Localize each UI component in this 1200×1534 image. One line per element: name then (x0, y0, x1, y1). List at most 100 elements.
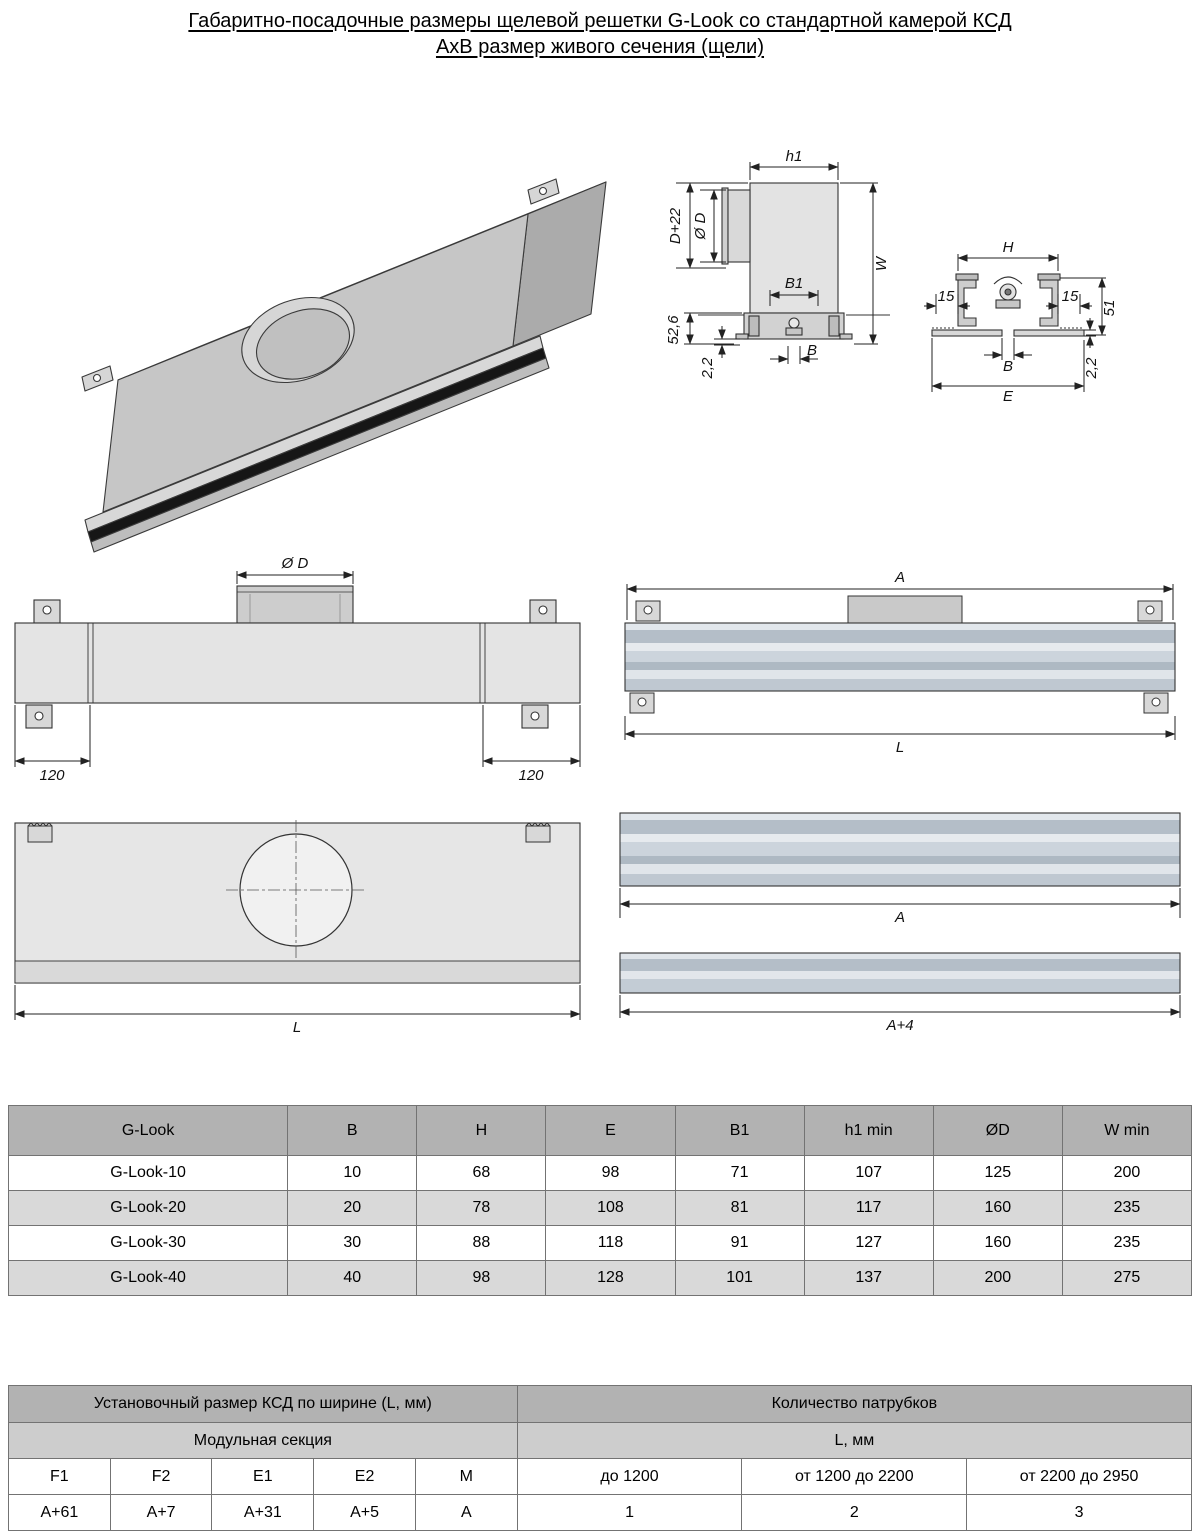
module-header-cell: E2 (313, 1458, 416, 1495)
value-cell: 40 (287, 1260, 418, 1296)
module-header-cell: M (414, 1458, 518, 1495)
t1-header-glook: G-Look (7, 1105, 289, 1156)
value-cell: 101 (674, 1260, 805, 1296)
plenum-front-dimensions (14, 571, 581, 767)
value-cell: 275 (1061, 1260, 1193, 1296)
title-line-1: Габаритно-посадочные размеры щелевой реш… (188, 10, 1012, 32)
range-header-cell: от 2200 до 2950 (966, 1458, 1192, 1495)
dim-label-15-left: 15 (938, 288, 955, 305)
value-cell: 235 (1061, 1225, 1193, 1261)
dim-label-15-right: 15 (1062, 288, 1079, 305)
value-cell: 81 (674, 1190, 805, 1226)
grille-body (624, 622, 1176, 692)
t2-sub-header-row: Модульная секция L, мм (8, 1422, 1193, 1459)
module-header-cell: F2 (109, 1458, 213, 1495)
range-value-cell: 2 (741, 1494, 968, 1531)
range-value-cell: 3 (966, 1494, 1192, 1531)
value-cell: 98 (545, 1155, 676, 1191)
front-body (14, 622, 581, 704)
table-row: G-Look-40 40 98 128 101 137 200 275 (7, 1260, 1193, 1296)
value-cell: 20 (287, 1190, 418, 1226)
grille-front-view: A L (624, 569, 1176, 756)
model-cell: G-Look-40 (7, 1260, 289, 1296)
section-collar (727, 189, 751, 263)
t1-header-row: G-Look B H E B1 h1 min ØD W min (7, 1105, 1193, 1156)
value-cell: 125 (932, 1155, 1063, 1191)
dim-label-b1: B1 (785, 275, 803, 292)
t1-header-h: H (416, 1105, 547, 1156)
value-cell: 117 (803, 1190, 934, 1226)
dim-label-h: H (1003, 239, 1014, 256)
dim-label-120-right: 120 (518, 767, 544, 784)
value-cell: 68 (416, 1155, 547, 1191)
plenum-front-view: Ø D 120 120 (14, 555, 581, 784)
section-collar-flange (721, 187, 729, 265)
value-cell: 128 (545, 1260, 676, 1296)
value-cell: 200 (1061, 1155, 1193, 1191)
t2-values-row: A+61 A+7 A+31 A+5 A 1 2 3 (8, 1494, 1192, 1531)
module-value-cell: A+7 (109, 1494, 213, 1531)
dim-label-e: E (1003, 388, 1014, 405)
module-header-cell: F1 (8, 1458, 111, 1495)
dim-label-phi-d-side: Ø D (692, 213, 709, 241)
t1-header-e: E (545, 1105, 676, 1156)
dim-label-a-strip: A (894, 909, 905, 926)
t2-group-right: Количество патрубков (516, 1385, 1193, 1423)
dim-label-h1: h1 (786, 148, 803, 165)
dim-label-l-plan: L (293, 1019, 301, 1036)
table-row: G-Look-10 10 68 98 71 107 125 200 (7, 1155, 1193, 1191)
plan-view: L (14, 820, 581, 1036)
module-value-cell: A (414, 1494, 518, 1531)
t2-sub-left: Модульная секция (8, 1422, 518, 1459)
t2-sub-right: L, мм (516, 1422, 1193, 1459)
value-cell: 91 (674, 1225, 805, 1261)
iso-right-face (512, 181, 607, 347)
module-value-cell: A+61 (8, 1494, 111, 1531)
dim-label-phi-d-front: Ø D (281, 555, 309, 572)
dim-label-51: 51 (1101, 300, 1118, 317)
side-section-view: h1 D+22 Ø D W B1 52,6 2,2 B (665, 148, 890, 379)
grille-strip-1: A (619, 812, 1181, 926)
t2-group-header-row: Установочный размер КСД по ширине (L, мм… (8, 1385, 1193, 1423)
t1-header-b: B (287, 1105, 418, 1156)
value-cell: 98 (416, 1260, 547, 1296)
dim-label-2-2-side: 2,2 (699, 357, 716, 380)
value-cell: 88 (416, 1225, 547, 1261)
value-cell: 137 (803, 1260, 934, 1296)
cross-section-view: H 15 15 51 B 2,2 E (924, 239, 1118, 405)
iso-duct-hole-icon (255, 308, 351, 380)
t1-header-wmin: W min (1061, 1105, 1193, 1156)
dim-label-a-plus-4: A+4 (885, 1017, 913, 1034)
value-cell: 200 (932, 1260, 1063, 1296)
dimensions-table: G-Look B H E B1 h1 min ØD W min G-Look-1… (7, 1105, 1193, 1296)
value-cell: 71 (674, 1155, 805, 1191)
front-bracket-icons (33, 599, 557, 624)
section-dimensions (676, 162, 878, 364)
module-value-cell: A+5 (313, 1494, 416, 1531)
value-cell: 10 (287, 1155, 418, 1191)
plan-clip-icons (27, 822, 551, 843)
t1-header-od: ØD (932, 1105, 1063, 1156)
dim-label-2-2-cross: 2,2 (1083, 357, 1100, 380)
value-cell: 160 (932, 1190, 1063, 1226)
dim-label-a-grille: A (894, 569, 905, 586)
value-cell: 107 (803, 1155, 934, 1191)
iso-mounting-brackets (81, 178, 560, 392)
front-collar (236, 585, 354, 624)
grille-bracket-icons (629, 600, 1169, 714)
module-value-cell: A+31 (211, 1494, 315, 1531)
dim-label-b-side: B (807, 342, 817, 359)
dim-label-d-plus-22: D+22 (667, 207, 684, 244)
model-cell: G-Look-20 (7, 1190, 289, 1226)
table-row: G-Look-20 20 78 108 81 117 160 235 (7, 1190, 1193, 1226)
table-row: G-Look-30 30 88 118 91 127 160 235 (7, 1225, 1193, 1261)
grille-collar-stub (847, 595, 963, 624)
value-cell: 235 (1061, 1190, 1193, 1226)
dim-label-120-left: 120 (39, 767, 65, 784)
t2-column-header-row: F1 F2 E1 E2 M до 1200 от 1200 до 2200 от… (8, 1458, 1192, 1495)
t2-group-left: Установочный размер КСД по ширине (L, мм… (8, 1385, 518, 1423)
grille-strip-2: A+4 (619, 952, 1181, 1034)
range-header-cell: до 1200 (516, 1458, 743, 1495)
model-cell: G-Look-10 (7, 1155, 289, 1191)
